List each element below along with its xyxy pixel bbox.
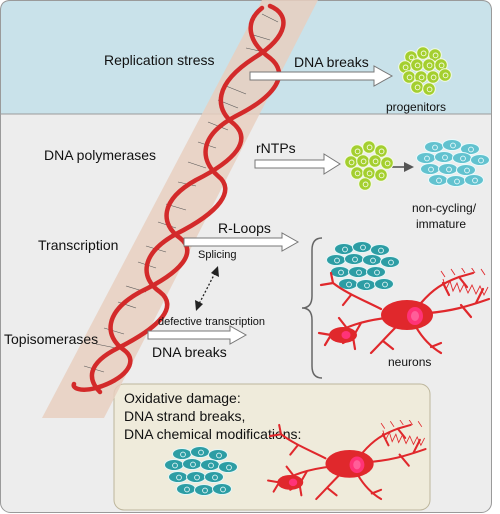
non-cycling-label-line1: non-cycling/ [412,201,477,215]
replication-stress-label: Replication stress [104,52,215,68]
topoisomerases-label: Topisomerases [4,331,98,347]
curly-brace-icon [301,237,323,379]
progenitor-to-immature-arrow [392,162,414,172]
neurons-label: neurons [388,355,431,369]
oxidative-damage-line1: Oxidative damage: [124,390,241,406]
block-arrow-icon [147,65,394,345]
dna-breaks-top-label: DNA breaks [294,54,369,70]
dna-polymerases-label: DNA polymerases [44,147,156,163]
transcription-label: Transcription [38,237,118,253]
progenitors-label: progenitors [386,100,446,114]
r-loops-label: R-Loops [218,220,271,236]
oxidative-damage-line3: DNA chemical modifications: [124,426,301,442]
arrow-r-loops [183,232,300,252]
arrow-dna-breaks-top [249,65,394,87]
splicing-label: Splicing [198,249,237,261]
non-cycling-label-line2: immature [416,217,466,231]
rntps-label: rNTPs [256,140,296,156]
defective-transcription-label: defective transcription [158,316,265,328]
arrow-rntps [254,153,341,175]
oxidative-damage-line2: DNA strand breaks, [124,408,245,424]
dna-breaks-bottom-label: DNA breaks [152,344,227,360]
dna-helix-icon [71,3,286,395]
arrow-dna-breaks-bottom [147,325,248,345]
dna-background-band [42,0,318,418]
dotted-double-arrow-icon [195,266,219,311]
